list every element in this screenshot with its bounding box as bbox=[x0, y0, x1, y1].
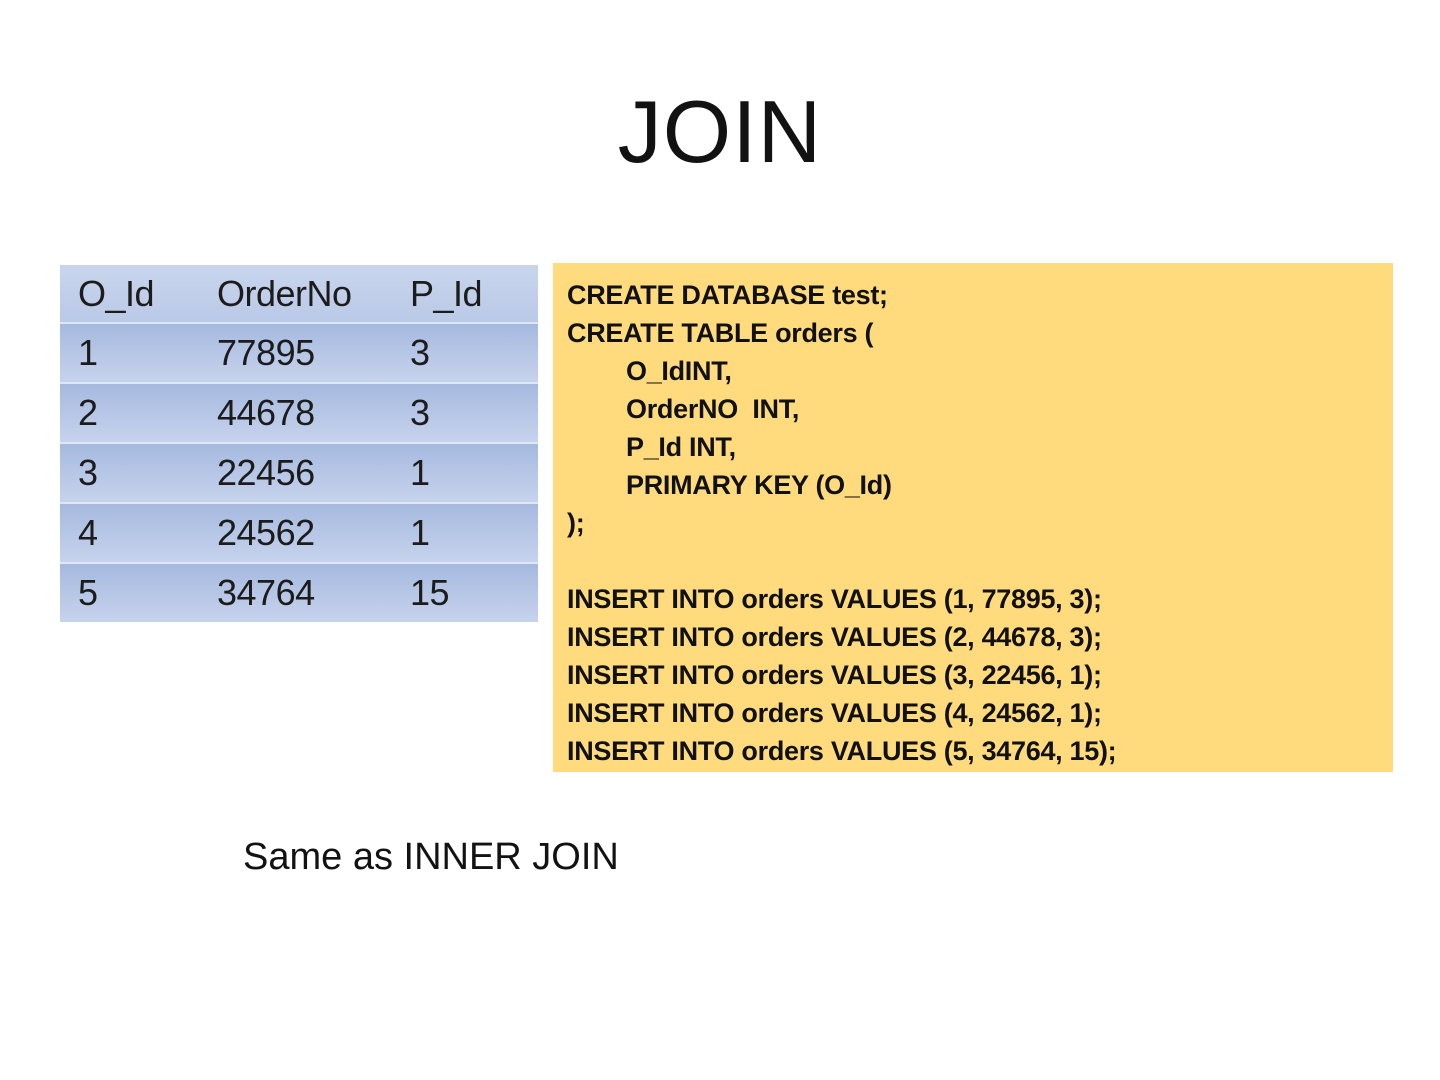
sql-code-line: INSERT INTO orders VALUES (1, 77895, 3); bbox=[567, 584, 1102, 614]
orders-table: O_Id OrderNo P_Id 1 77895 3 2 44678 3 3 … bbox=[60, 265, 538, 622]
column-header-p-id: P_Id bbox=[392, 265, 538, 322]
table-cell: 4 bbox=[60, 502, 199, 562]
table-cell: 1 bbox=[60, 322, 199, 382]
table-row: 5 34764 15 bbox=[60, 562, 538, 622]
table-cell: 5 bbox=[60, 562, 199, 622]
table-cell: 44678 bbox=[199, 382, 392, 442]
sql-code-panel: CREATE DATABASE test; CREATE TABLE order… bbox=[553, 263, 1393, 772]
sql-code-line: INSERT INTO orders VALUES (3, 22456, 1); bbox=[567, 660, 1102, 690]
column-header-o-id: O_Id bbox=[60, 265, 199, 322]
sql-code-line: PRIMARY KEY (O_Id) bbox=[626, 470, 892, 500]
table-row: 3 22456 1 bbox=[60, 442, 538, 502]
table-cell: 1 bbox=[392, 442, 538, 502]
orders-table-header: O_Id OrderNo P_Id bbox=[60, 265, 538, 322]
table-cell: 1 bbox=[392, 502, 538, 562]
sql-code-line: P_Id INT, bbox=[626, 432, 736, 462]
table-cell: 24562 bbox=[199, 502, 392, 562]
sql-code-line: CREATE DATABASE test; bbox=[567, 280, 888, 310]
table-row: 2 44678 3 bbox=[60, 382, 538, 442]
sql-code-line: O_IdINT, bbox=[626, 356, 732, 386]
table-cell: 34764 bbox=[199, 562, 392, 622]
table-cell: 22456 bbox=[199, 442, 392, 502]
sql-code-line: INSERT INTO orders VALUES (2, 44678, 3); bbox=[567, 622, 1102, 652]
slide-caption: Same as INNER JOIN bbox=[243, 836, 619, 878]
sql-code-line: INSERT INTO orders VALUES (4, 24562, 1); bbox=[567, 698, 1102, 728]
column-header-orderno: OrderNo bbox=[199, 265, 392, 322]
orders-table-body: 1 77895 3 2 44678 3 3 22456 1 4 24562 1 … bbox=[60, 322, 538, 622]
sql-code-line: INSERT INTO orders VALUES (5, 34764, 15)… bbox=[567, 736, 1117, 766]
table-header-row: O_Id OrderNo P_Id bbox=[60, 265, 538, 322]
table-cell: 15 bbox=[392, 562, 538, 622]
slide-title: JOIN bbox=[617, 82, 823, 181]
sql-code-blank-line bbox=[567, 542, 1385, 580]
table-cell: 77895 bbox=[199, 322, 392, 382]
sql-code-line: CREATE TABLE orders ( bbox=[567, 318, 874, 348]
table-cell: 3 bbox=[392, 382, 538, 442]
sql-code-line: ); bbox=[567, 508, 585, 538]
table-row: 1 77895 3 bbox=[60, 322, 538, 382]
table-cell: 3 bbox=[392, 322, 538, 382]
table-cell: 3 bbox=[60, 442, 199, 502]
table-row: 4 24562 1 bbox=[60, 502, 538, 562]
sql-code-line: OrderNO INT, bbox=[626, 394, 800, 424]
table-cell: 2 bbox=[60, 382, 199, 442]
